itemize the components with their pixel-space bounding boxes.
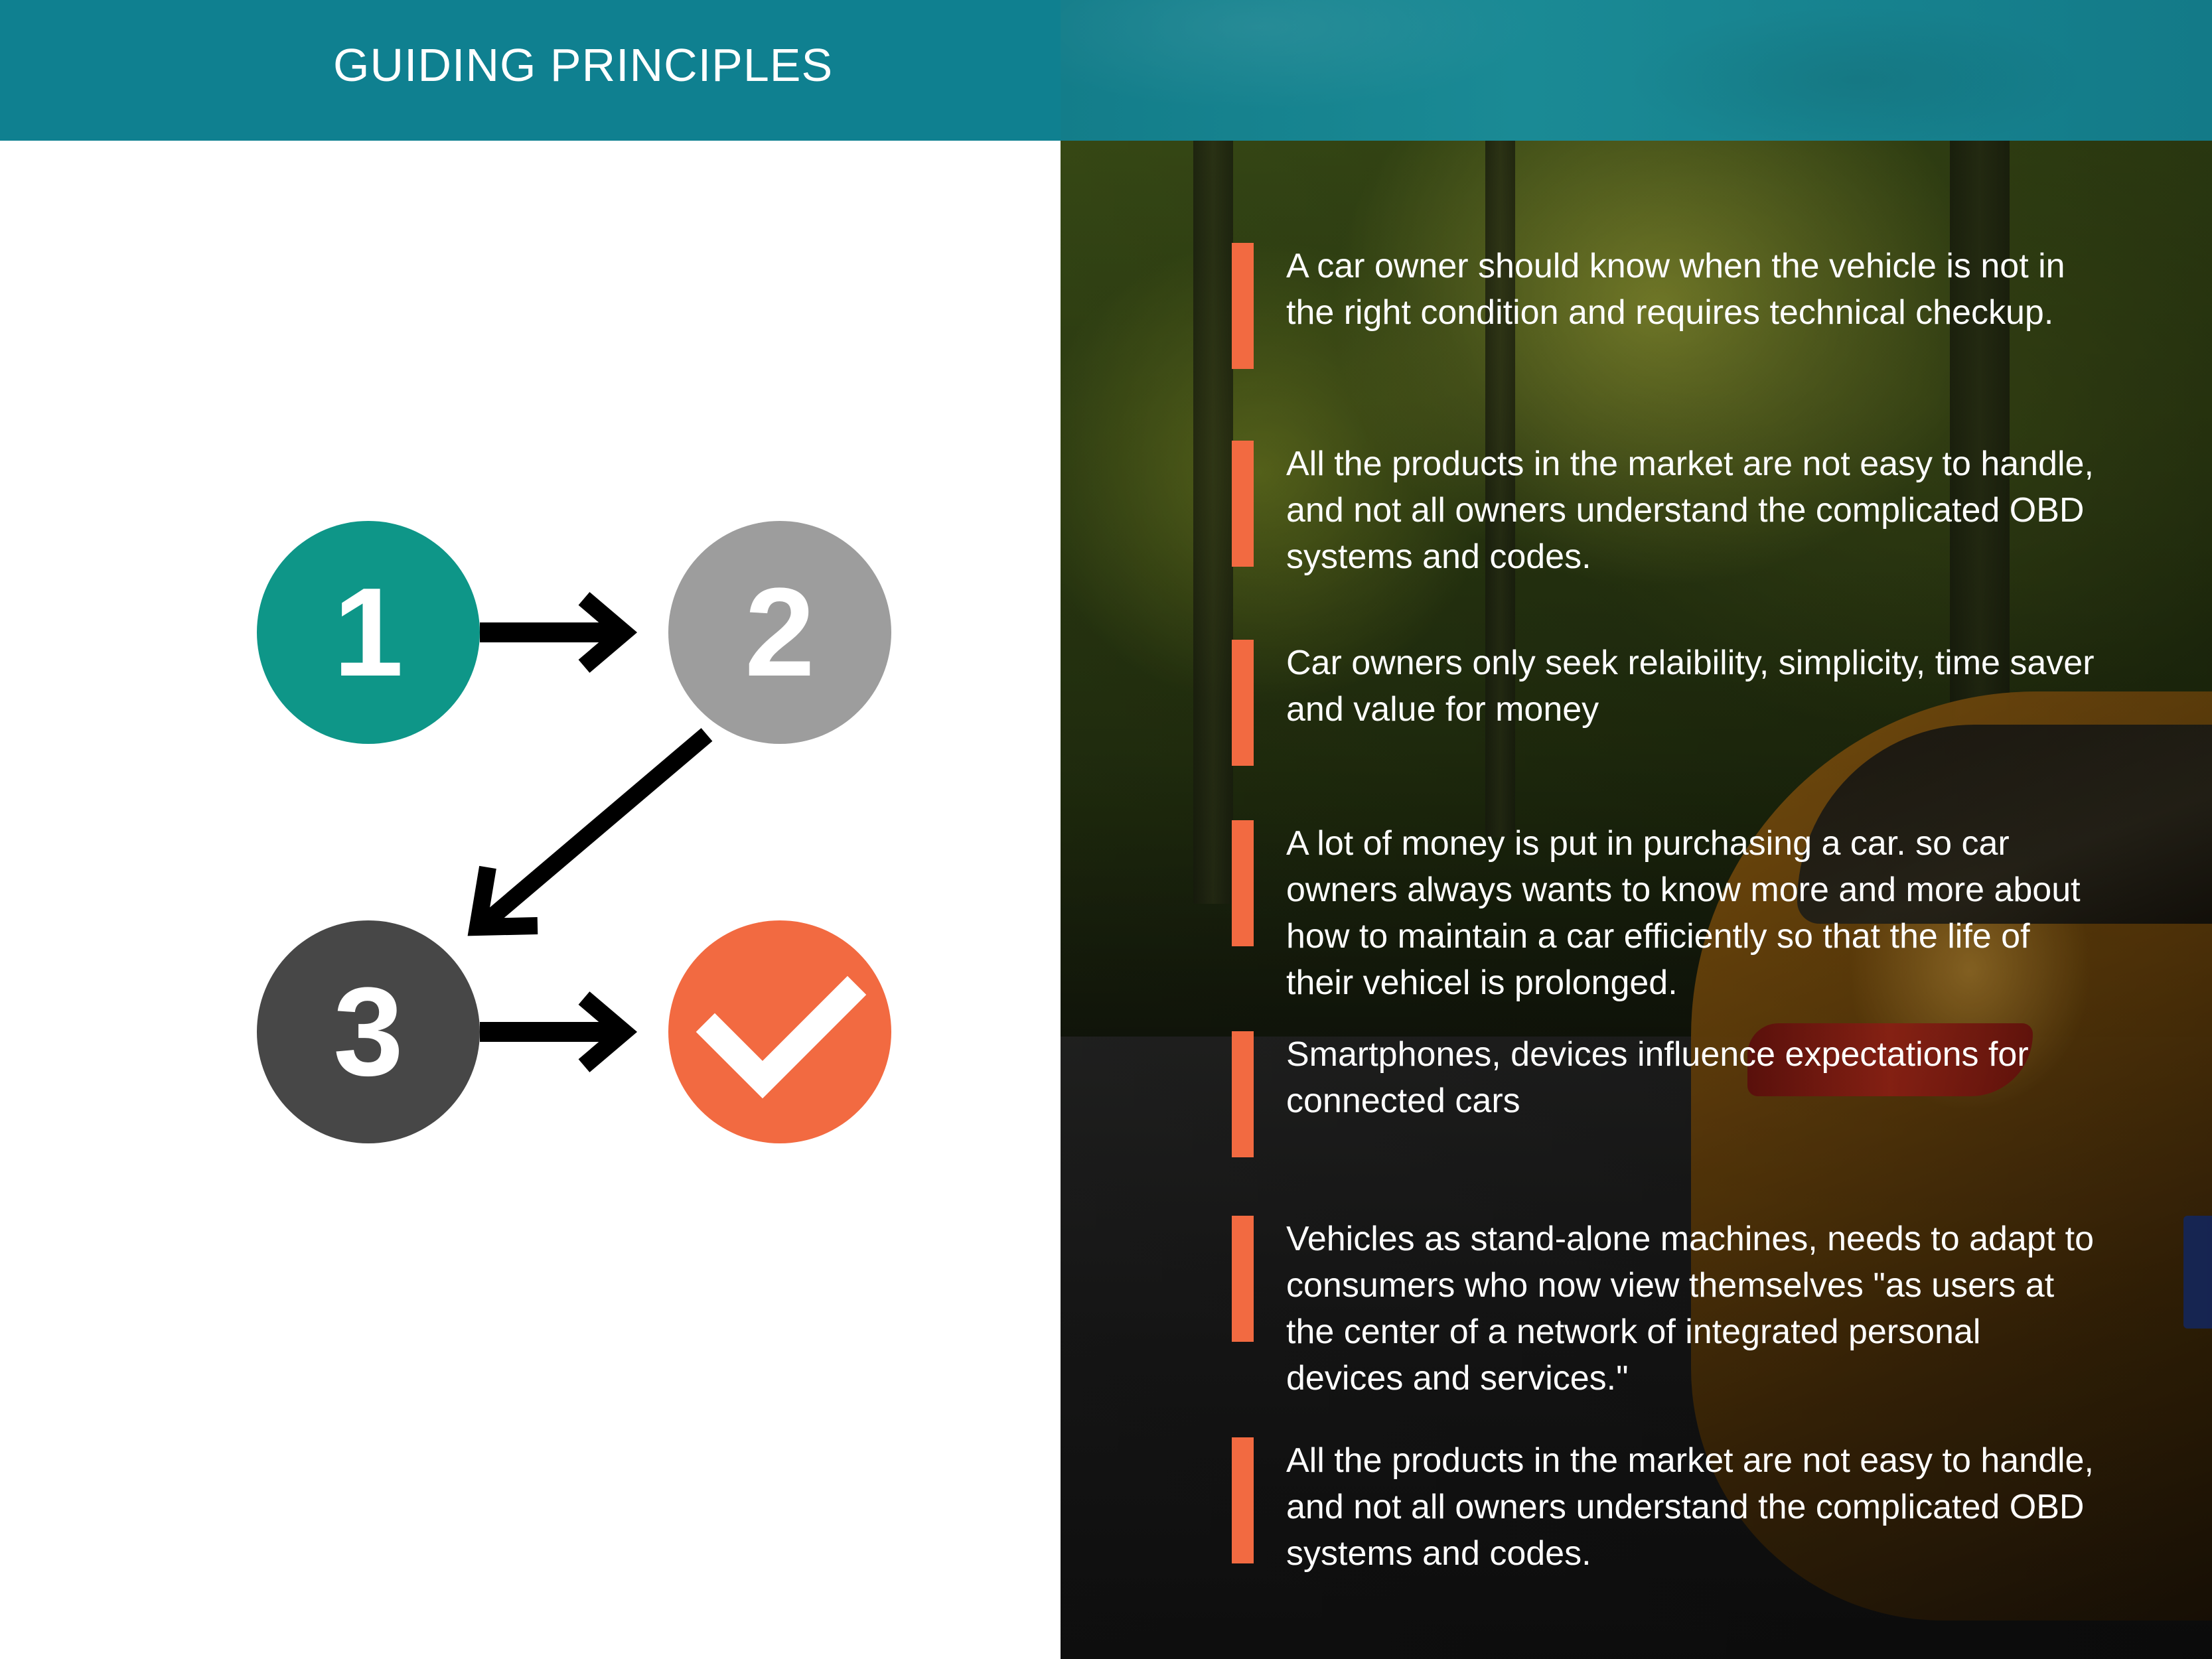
tree-trunk xyxy=(1485,141,1515,837)
accent-bar xyxy=(1232,640,1254,766)
tree-trunk xyxy=(1193,141,1233,904)
principle-text: A lot of money is put in purchasing a ca… xyxy=(1286,824,2081,1002)
principle-text: All the products in the market are not e… xyxy=(1286,445,2094,576)
step-circle-1: 1 xyxy=(257,521,480,744)
process-diagram: 1 2 3 xyxy=(0,141,1061,1659)
accent-bar xyxy=(1232,1031,1254,1157)
header-photo-strip xyxy=(1061,0,2212,141)
car-tail-light xyxy=(1747,1023,2033,1096)
principle-text: A car owner should know when the vehicle… xyxy=(1286,247,2065,332)
step-circle-3: 3 xyxy=(257,920,480,1143)
principle-text: Smartphones, devices influence expectati… xyxy=(1286,1035,2029,1120)
arrow-1-to-2 xyxy=(480,592,638,673)
principle-text: All the products in the market are not e… xyxy=(1286,1441,2094,1573)
checkmark-icon xyxy=(696,975,867,1099)
step-circle-done xyxy=(668,920,891,1143)
accent-bar xyxy=(1232,1216,1254,1342)
accent-bar xyxy=(1232,820,1254,946)
car-license-plate xyxy=(2183,1216,2212,1329)
principle-text: Car owners only seek relaibility, simpli… xyxy=(1286,644,2095,729)
accent-bar xyxy=(1232,1437,1254,1563)
flow-arrows xyxy=(467,592,713,1072)
step-circle-2: 2 xyxy=(668,521,891,744)
accent-bar xyxy=(1232,441,1254,567)
page-title: GUIDING PRINCIPLES xyxy=(333,39,834,91)
arrow-2-to-3 xyxy=(467,728,713,936)
principle-text: Vehicles as stand-alone machines, needs … xyxy=(1286,1220,2095,1398)
accent-bar xyxy=(1232,243,1254,369)
arrow-3-to-done xyxy=(480,991,638,1072)
